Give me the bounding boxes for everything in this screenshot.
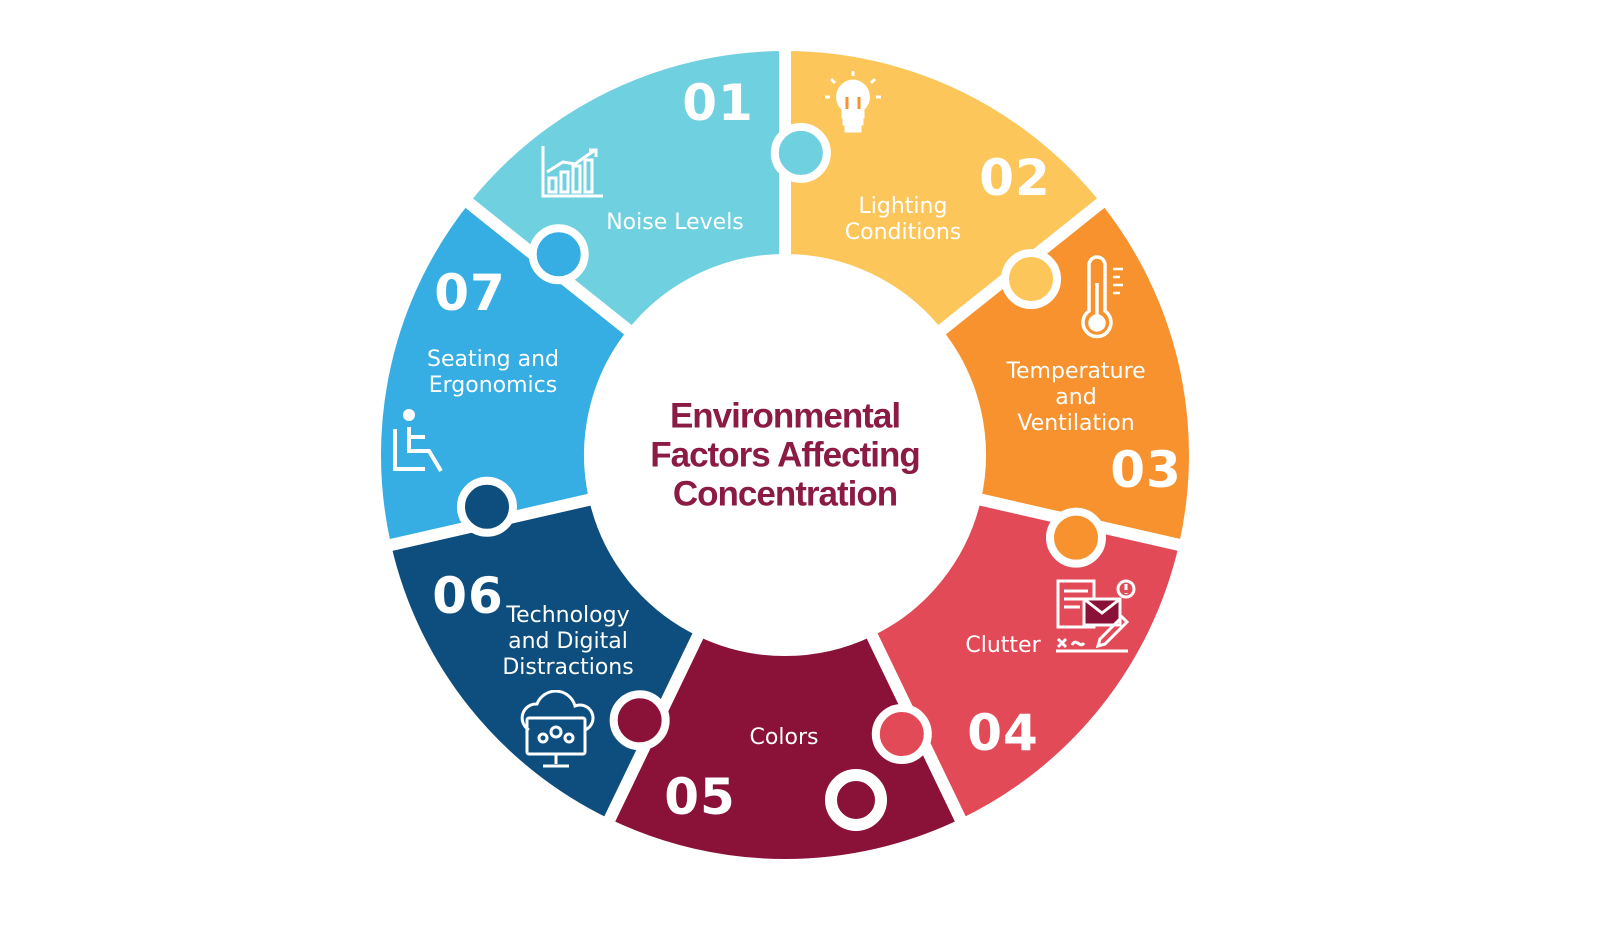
puzzle-tab — [1045, 507, 1106, 568]
monitor-cloud-icon — [520, 690, 595, 768]
puzzle-tab — [609, 690, 670, 751]
puzzle-tab — [871, 704, 932, 765]
segment-04-label: Clutter — [965, 633, 1041, 658]
cluttered-documents-icon — [1056, 579, 1136, 653]
bar-chart-icon — [541, 146, 603, 198]
segment-01-number: 01 — [682, 74, 754, 132]
puzzle-tab — [528, 224, 589, 285]
diagram-title: Environmental Factors Affecting Concentr… — [650, 396, 921, 514]
segment-03-number: 03 — [1110, 441, 1182, 499]
title-line: Concentration — [672, 474, 898, 514]
segment-02-number: 02 — [979, 149, 1051, 207]
puzzle-tab — [1001, 249, 1062, 310]
thermometer-icon — [1081, 255, 1123, 339]
segment-05-label: Colors — [749, 725, 819, 750]
segment-07-number: 07 — [434, 264, 506, 322]
title-line: Environmental — [669, 396, 901, 436]
puzzle-tab — [770, 122, 831, 183]
puzzle-tab — [456, 476, 517, 537]
segment-05-number: 05 — [664, 768, 736, 826]
segment-04-number: 04 — [967, 704, 1039, 762]
segment-03 — [863, 492, 1191, 831]
segment-01-label: Noise Levels — [606, 210, 744, 235]
segment-06-number: 06 — [432, 567, 504, 625]
segment-02 — [931, 193, 1201, 553]
lightbulb-icon — [825, 71, 881, 133]
color-ring-icon — [825, 769, 887, 831]
seated-person-icon — [393, 409, 443, 473]
title-line: Factors Affecting — [650, 435, 921, 475]
